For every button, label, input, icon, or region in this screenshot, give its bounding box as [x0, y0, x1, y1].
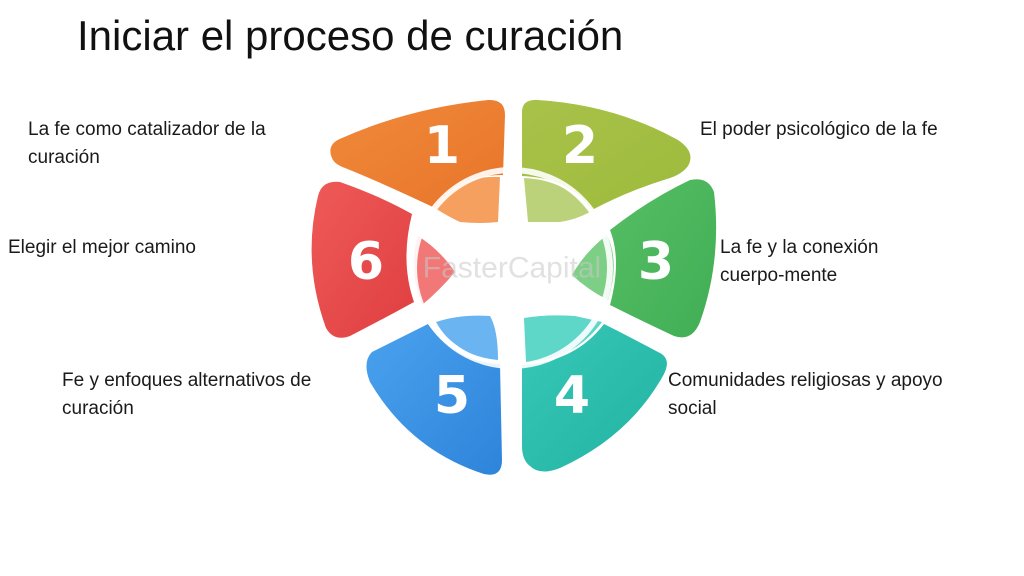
- segment-6: [311, 181, 455, 338]
- step-number-4: 4: [554, 366, 590, 426]
- step-number-5: 5: [434, 366, 470, 426]
- step-label-5: Fe y enfoques alternativos de curación: [62, 370, 312, 419]
- step-label-4: Comunidades religiosas y apoyo social: [668, 370, 943, 419]
- segment-5: [366, 315, 502, 475]
- step-label-1: La fe como catalizador de la curación: [28, 119, 266, 168]
- step-number-1: 1: [424, 116, 460, 176]
- segment-3: [572, 179, 717, 338]
- step-label-6: Elegir el mejor camino: [8, 237, 196, 258]
- segment-4: [522, 315, 667, 472]
- step-label-2: El poder psicológico de la fe: [700, 119, 938, 140]
- step-label-3: La fe y la conexión cuerpo-mente: [720, 237, 879, 286]
- step-number-6: 6: [348, 232, 384, 292]
- step-number-3: 3: [638, 232, 674, 292]
- page-title: Iniciar el proceso de curación: [77, 12, 624, 59]
- watermark: FasterCapital: [423, 252, 601, 285]
- step-number-2: 2: [562, 116, 598, 176]
